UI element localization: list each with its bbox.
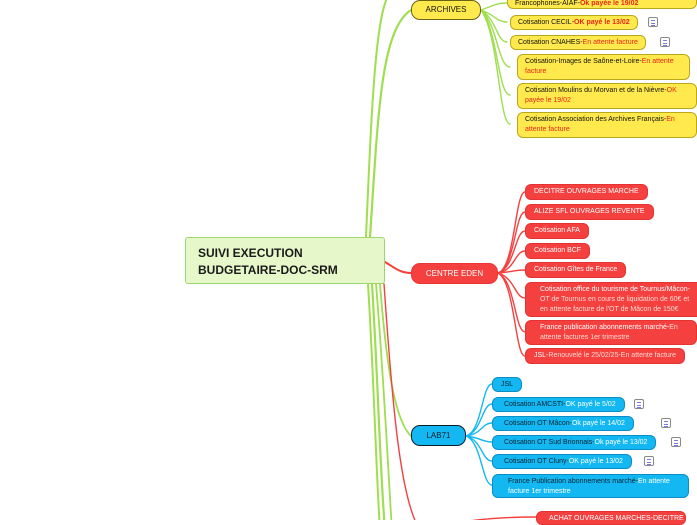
- branch-archives-label: ARCHIVES: [425, 5, 467, 14]
- next-item-achat-ouvrages[interactable]: ACHAT OUVRAGES MARCHES-DECITRE: [536, 511, 686, 525]
- lab71-item-ot-sud-brionnais[interactable]: Cotisation OT Sud Brionnais-Ok payé le 1…: [492, 435, 657, 450]
- note-icon[interactable]: [671, 437, 681, 447]
- central-topic-label: SUIVI EXECUTION BUDGETAIRE-DOC-SRM: [198, 246, 338, 277]
- archives-item-cnahes[interactable]: Cotisation CNAHES-En attente facture: [510, 35, 646, 50]
- branch-lab71-label: LAB71: [426, 431, 451, 440]
- eden-item-gites-de-france[interactable]: Cotisation Gîtes de France: [525, 262, 627, 278]
- branch-lab71[interactable]: LAB71: [411, 425, 466, 446]
- note-icon[interactable]: [661, 418, 671, 428]
- note-icon[interactable]: [648, 17, 658, 27]
- branch-centre-eden[interactable]: CENTRE EDEN: [411, 263, 498, 284]
- archives-item-aiaf[interactable]: Francophones-AIAF-Ok payée le 19/02: [507, 0, 697, 9]
- note-icon[interactable]: [644, 456, 654, 466]
- lab71-item-amcsti[interactable]: Cotisation AMCSTI-OK payé le 5/02: [492, 397, 625, 412]
- eden-item-alize[interactable]: ALIZE SFL OUVRAGES REVENTE: [525, 204, 654, 220]
- lab71-item-france-publication[interactable]: France Publication abonnements marché-En…: [492, 474, 689, 498]
- note-icon[interactable]: [660, 37, 670, 47]
- lab71-item-ot-macon[interactable]: Cotisation OT Mâcon-Ok payé le 14/02: [492, 416, 634, 431]
- lab71-item-jsl[interactable]: JSL: [492, 377, 523, 392]
- lab71-item-ot-cluny[interactable]: Cotisation OT Cluny-OK payé le 13/02: [492, 454, 632, 469]
- archives-item-moulins-morvan[interactable]: Cotisation Moulins du Morvan et de la Ni…: [517, 83, 697, 109]
- archives-item-cecil[interactable]: Cotisation CECIL-OK payé le 13/02: [510, 15, 638, 30]
- eden-item-france-publication[interactable]: France publication abonnements marché-En…: [525, 320, 697, 345]
- archives-item-images-saone-et-loire[interactable]: Cotisation-Images de Saône-et-Loire-En a…: [517, 54, 690, 80]
- eden-item-office-tourisme[interactable]: Cotisation office du tourisme de Tournus…: [525, 282, 697, 317]
- branch-centre-eden-label: CENTRE EDEN: [425, 269, 484, 278]
- central-topic[interactable]: SUIVI EXECUTION BUDGETAIRE-DOC-SRM: [185, 237, 385, 284]
- archives-item-archivistes-francais[interactable]: Cotisation Association des Archives Fran…: [517, 112, 697, 138]
- eden-item-decitre[interactable]: DECITRE OUVRAGES MARCHE: [525, 184, 648, 200]
- eden-item-afa[interactable]: Cotisation AFA: [525, 223, 589, 239]
- branch-archives[interactable]: ARCHIVES: [411, 0, 481, 20]
- eden-item-jsl[interactable]: JSL-Renouvelé le 25/02/25-En attente fac…: [525, 348, 686, 364]
- note-icon[interactable]: [634, 399, 644, 409]
- eden-item-bcf[interactable]: Cotisation BCF: [525, 243, 591, 259]
